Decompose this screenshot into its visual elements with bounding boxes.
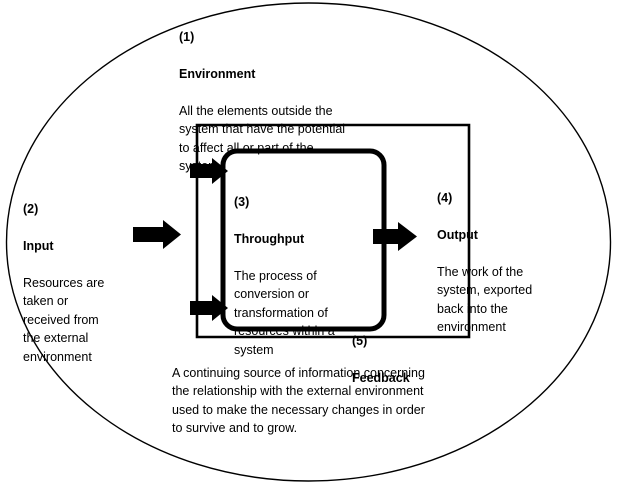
environment-text-block: (1) Environment All the elements outside… (179, 9, 394, 194)
input-number: (2) (23, 201, 39, 216)
throughput-text-block: (3) Throughput The process of conversion… (234, 174, 364, 378)
feedback-text-block: A continuing source of information conce… (172, 345, 442, 456)
environment-boundary-ellipse (5, 2, 612, 482)
output-body: The work of the system, exported back in… (437, 264, 533, 335)
input-text-block: (2) Input Resources are taken or receive… (23, 181, 133, 385)
output-number: (4) (437, 190, 453, 205)
input-arrow (133, 220, 181, 249)
output-heading: Output (437, 227, 478, 242)
feedback-heading: Feedback (352, 370, 410, 385)
throughput-body: The process of conversion or transformat… (234, 268, 335, 357)
throughput-heading: Throughput (234, 231, 305, 246)
input-to-system-arrow (190, 158, 228, 184)
feedback-return-arrow (190, 295, 228, 321)
input-heading: Input (23, 238, 54, 253)
feedback-number: (5) (352, 333, 368, 348)
feedback-label-block: (5) Feedback (352, 313, 472, 406)
feedback-body: A continuing source of information conce… (172, 365, 425, 436)
throughput-number: (3) (234, 194, 250, 209)
output-text-block: (4) Output The work of the system, expor… (437, 170, 567, 355)
feedback-loop-rectangle (195, 123, 471, 339)
environment-body: All the elements outside the system that… (179, 103, 346, 174)
environment-heading: Environment (179, 66, 256, 81)
system-to-output-arrow (373, 222, 417, 251)
input-body: Resources are taken or received from the… (23, 275, 105, 364)
environment-number: (1) (179, 29, 195, 44)
